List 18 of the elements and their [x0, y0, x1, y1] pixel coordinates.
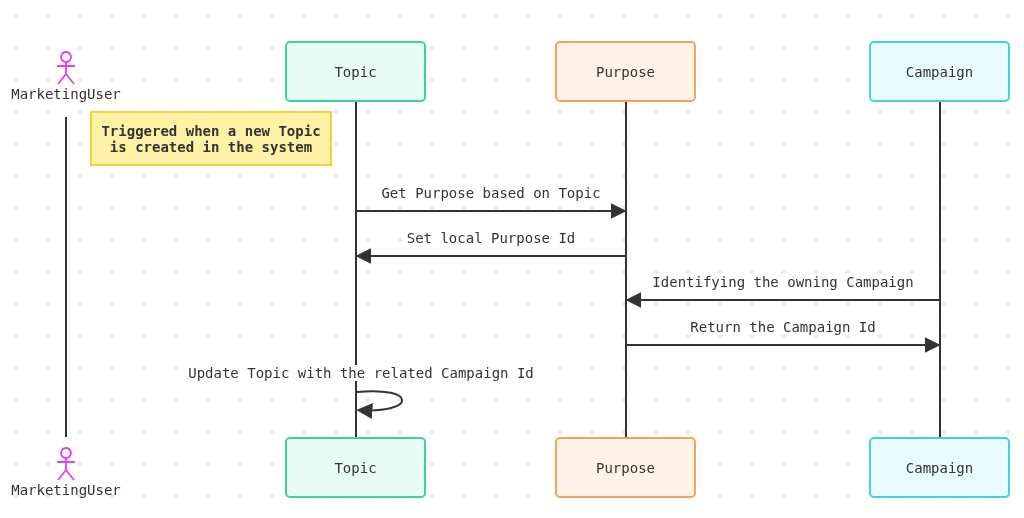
- actor-label: MarketingUser: [11, 86, 121, 102]
- participant-box: Purpose: [555, 41, 696, 102]
- participant-box: Topic: [285, 437, 426, 498]
- lifeline: [65, 117, 67, 437]
- message-arrow: [625, 292, 940, 308]
- message-arrow: [356, 390, 404, 419]
- message-arrow: [356, 203, 627, 219]
- participant-box: Topic: [285, 41, 426, 102]
- lifeline: [355, 102, 357, 437]
- message-arrow: [626, 337, 941, 353]
- message-arrow: [355, 248, 626, 264]
- lifeline: [939, 102, 941, 437]
- participant-box: Purpose: [555, 437, 696, 498]
- note-box: Triggered when a new Topic is created in the system: [90, 111, 332, 166]
- participant-box: Campaign: [869, 437, 1010, 498]
- lifeline: [625, 102, 627, 437]
- actor-label: MarketingUser: [11, 482, 121, 498]
- participant-box: Campaign: [869, 41, 1010, 102]
